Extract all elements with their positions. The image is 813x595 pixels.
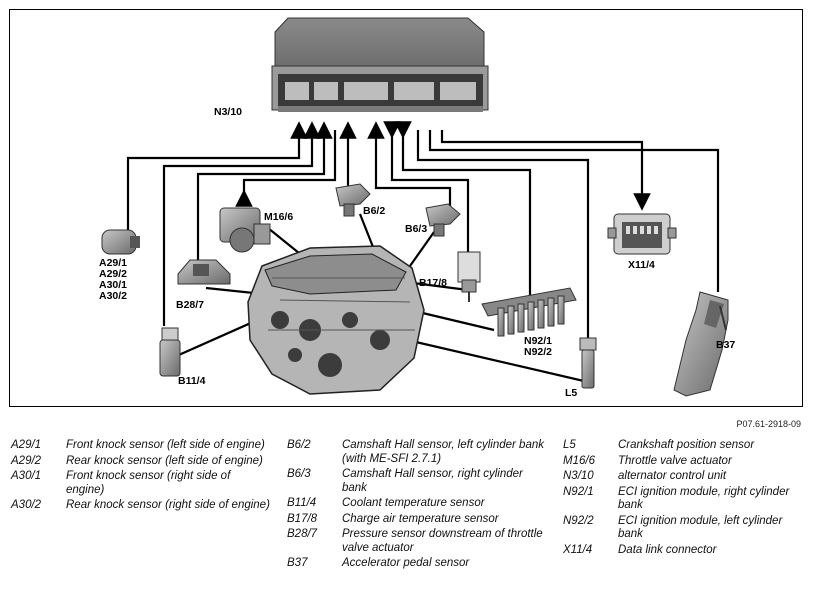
label-pressure-sensor: B28/7: [176, 299, 205, 311]
legend-description: Front knock sensor (left side of engine): [66, 439, 265, 451]
legend-row: B17/8 Charge air temperature sensor: [287, 513, 549, 527]
legend-code: B37: [287, 557, 308, 569]
legend-code: A30/1: [11, 470, 42, 482]
legend-code: B6/3: [287, 468, 311, 480]
legend-code: N92/1: [563, 485, 594, 498]
legend-code: N3/10: [563, 470, 594, 482]
legend-row: B28/7 Pressure sensor downstream of throt…: [287, 528, 549, 555]
pressure-sensor: [177, 259, 231, 285]
legend-description: Charge air temperature sensor: [342, 512, 499, 525]
label-cam-sensor-right: B6/3: [405, 223, 428, 235]
legend-code: N92/2: [563, 514, 594, 527]
legend-row: B6/3 Camshaft Hall sensor, right cylinder…: [287, 468, 549, 495]
legend-row: A30/1 Front knock sensor (right side of e…: [11, 470, 271, 497]
label-knock-1: A29/1: [99, 257, 128, 269]
legend-row: L5 Crankshaft position sensor: [563, 439, 803, 453]
legend-row: B6/2 Camshaft Hall sensor, left cylinder …: [287, 439, 549, 466]
label-charge-air-temp: B17/8: [419, 277, 448, 289]
legend-description: Front knock sensor (right side of engine…: [66, 470, 231, 496]
legend-description: alternator control unit: [618, 470, 727, 482]
legend-row: A30/2 Rear knock sensor (right side of en…: [11, 499, 271, 513]
label-ignition-1: N92/1: [524, 335, 553, 347]
wiring-diagram-figure: N3/10 A29/1 A29/2 A30/1 A30/2 M16/6 B6/2…: [9, 9, 803, 407]
legend-description: Coolant temperature sensor: [342, 497, 485, 509]
cam-sensor-right: [425, 203, 461, 237]
legend-code: B11/4: [287, 497, 317, 509]
throttle-actuator: [219, 207, 271, 253]
legend-row: N92/1 ECI ignition module, right cylinder…: [563, 486, 803, 513]
legend-column-1: A29/1 Front knock sensor (left side of en…: [11, 439, 271, 515]
legend-description: Camshaft Hall sensor, left cylinder bank…: [342, 439, 544, 465]
legend-row: B37 Accelerator pedal sensor: [287, 557, 549, 571]
crankshaft-sensor: [579, 337, 597, 389]
legend-description: Rear knock sensor (right side of engine): [66, 499, 270, 511]
charge-air-temp-sensor: [457, 251, 481, 302]
legend-description: ECI ignition module, left cylinder bank: [618, 514, 783, 541]
legend-description: Throttle valve actuator: [618, 454, 732, 467]
label-accel-pedal: B37: [716, 339, 736, 351]
accelerator-pedal: [673, 291, 729, 397]
data-link-connector: [607, 213, 677, 255]
legend-column-2: B6/2 Camshaft Hall sensor, left cylinder …: [287, 439, 549, 573]
label-data-link: X11/4: [628, 259, 655, 271]
ignition-modules: [481, 287, 577, 337]
ecu-control-unit: [271, 17, 489, 112]
legend-row: N92/2 ECI ignition module, left cylinder …: [563, 515, 803, 542]
legend-row: A29/2 Rear knock sensor (left side of eng…: [11, 455, 271, 469]
label-throttle-actuator: M16/6: [264, 211, 294, 223]
engine-illustration: [247, 245, 425, 395]
legend-code: L5: [563, 439, 576, 451]
diagram-drawing: [101, 17, 729, 397]
legend-row: X11/4 Data link connector: [563, 544, 803, 558]
legend-code: B17/8: [287, 512, 318, 525]
label-knock-4: A30/2: [99, 290, 128, 302]
legend-row: B11/4 Coolant temperature sensor: [287, 497, 549, 511]
label-ignition-2: N92/2: [524, 346, 553, 358]
cam-sensor-left: [335, 183, 371, 217]
legend-row: N3/10 alternator control unit: [563, 470, 803, 484]
legend-description: Data link connector: [618, 543, 717, 556]
legend-code: A30/2: [11, 499, 42, 511]
legend-code: X11/4: [563, 543, 593, 556]
legend-description: Accelerator pedal sensor: [342, 557, 470, 569]
legend-row: A29/1 Front knock sensor (left side of en…: [11, 439, 271, 453]
label-coolant-temp: B11/4: [178, 375, 206, 387]
legend-code: A29/1: [11, 439, 42, 451]
legend-code: M16/6: [563, 454, 595, 467]
label-knock-sensors: A29/1 A29/2 A30/1 A30/2: [99, 258, 127, 302]
label-knock-2: A29/2: [99, 268, 128, 280]
label-cam-sensor-left: B6/2: [363, 205, 386, 217]
label-ignition-modules: N92/1 N92/2: [524, 336, 552, 358]
legend-row: M16/6 Throttle valve actuator: [563, 455, 803, 469]
legend-description: Crankshaft position sensor: [618, 439, 755, 451]
coolant-temp-sensor: [159, 327, 181, 377]
legend-code: A29/2: [11, 454, 42, 467]
legend-code: B28/7: [287, 528, 318, 540]
wiring-lines: [126, 121, 720, 338]
label-knock-3: A30/1: [99, 279, 128, 291]
legend-description: ECI ignition module, right cylinder bank: [618, 485, 790, 512]
legend-description: Rear knock sensor (left side of engine): [66, 454, 263, 467]
figure-reference: P07.61-2918-09: [736, 419, 801, 429]
label-crank-sensor: L5: [565, 387, 578, 399]
legend-description: Camshaft Hall sensor, right cylinder ban…: [342, 468, 523, 494]
legend-description: Pressure sensor downstream of throttle v…: [342, 528, 543, 554]
label-ecu: N3/10: [214, 106, 243, 118]
legend-code: B6/2: [287, 439, 311, 451]
knock-sensor: [101, 229, 140, 255]
